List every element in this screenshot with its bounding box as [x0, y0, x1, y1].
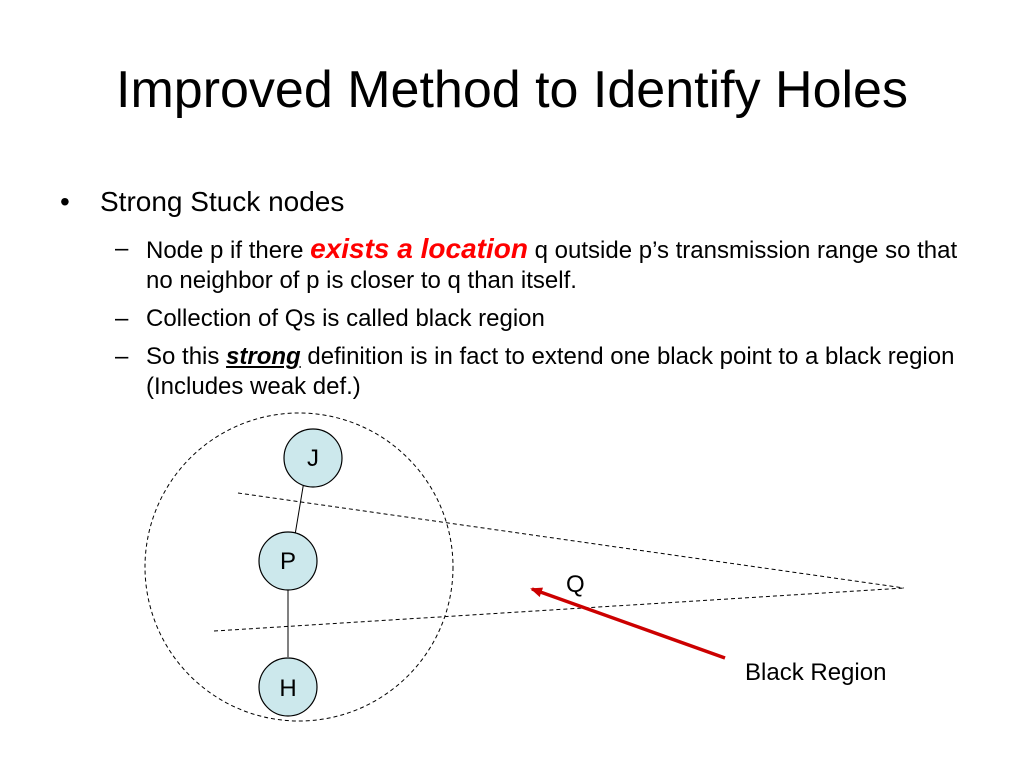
subbullet-black-region: – Collection of Qs is called black regio…	[115, 304, 975, 334]
transmission-range-circle	[144, 412, 454, 722]
node-j-circle	[283, 428, 343, 488]
bullet-text: Strong Stuck nodes	[100, 186, 345, 217]
edge-j-p	[294, 480, 305, 536]
subbullet-text: So this strong definition is in fact to …	[146, 342, 975, 402]
subbullet-text-pre: So this	[146, 343, 227, 370]
subbullet-text-post: q outside p’s transmission range so that…	[146, 237, 958, 294]
bullet-strong-stuck-nodes: • Strong Stuck nodes	[60, 184, 344, 220]
dash-mark: –	[115, 235, 129, 262]
node-p-circle	[258, 531, 318, 591]
node-h: H	[258, 657, 318, 717]
emphasis-exists-a-location: exists a location	[310, 233, 528, 264]
black-region-arrow	[530, 587, 726, 660]
wedge-lower-line	[213, 587, 905, 632]
dash-mark: –	[115, 305, 129, 332]
subbullet-text: Node p if there exists a location q outs…	[146, 234, 975, 296]
subbullet-definition: – Node p if there exists a location q ou…	[115, 234, 975, 296]
subbullet-strong-definition: – So this strong definition is in fact t…	[115, 342, 975, 402]
node-j: J	[283, 428, 343, 488]
slide-title: Improved Method to Identify Holes	[116, 61, 908, 119]
q-label: Q	[566, 571, 585, 598]
strong-word: strong	[226, 343, 301, 370]
subbullet-text-pre: Node p if there	[146, 237, 311, 264]
wedge-upper-line	[237, 492, 905, 589]
black-region-label: Black Region	[745, 659, 886, 686]
node-h-circle	[258, 657, 318, 717]
node-p: P	[258, 531, 318, 591]
bullet-mark: •	[60, 186, 70, 217]
node-p-label: P	[280, 548, 296, 575]
subbullet-text: Collection of Qs is called black region	[146, 305, 545, 332]
dash-mark: –	[115, 343, 129, 370]
node-j-label: J	[307, 445, 319, 472]
node-h-label: H	[279, 675, 296, 702]
subbullet-text-post: definition is in fact to extend one blac…	[146, 343, 955, 400]
